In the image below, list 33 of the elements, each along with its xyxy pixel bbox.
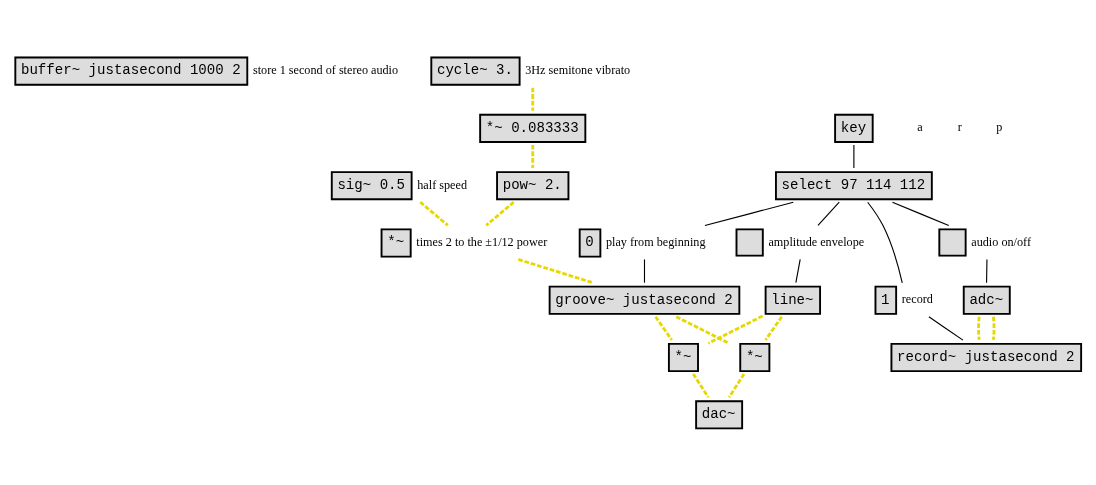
node-label: record: [901, 292, 933, 307]
connector: [727, 373, 746, 398]
label: a: [917, 120, 923, 135]
connector: [485, 201, 515, 227]
node-label: play from beginning: [605, 235, 706, 250]
connector: [419, 201, 449, 227]
connector: [531, 144, 535, 169]
connector: [977, 316, 981, 341]
connector: [517, 258, 594, 285]
connector: [707, 314, 764, 345]
label: r: [957, 120, 962, 135]
connector: [654, 315, 673, 341]
node-label: audio on/off: [971, 234, 1031, 249]
connector: [891, 201, 950, 227]
connector: [853, 144, 855, 169]
node-label: half speed: [417, 177, 467, 192]
connector: [531, 87, 535, 111]
node-label: amplitude envelope: [768, 234, 865, 249]
connector: [692, 373, 710, 398]
connector: [986, 258, 988, 284]
connector: [764, 315, 783, 341]
connector: [928, 316, 964, 341]
connector: [817, 201, 840, 226]
connector: [704, 201, 794, 227]
connector: [643, 258, 646, 284]
connector: [795, 258, 801, 284]
node-label: 3Hz semitone vibrato: [525, 63, 631, 78]
node-label: store 1 second of stereo audio: [252, 63, 399, 78]
connector: [867, 201, 903, 284]
node-label: times 2 to the ±1/12 power: [416, 235, 548, 250]
connector: [992, 316, 996, 341]
connector: [675, 315, 730, 345]
label: p: [996, 120, 1003, 135]
